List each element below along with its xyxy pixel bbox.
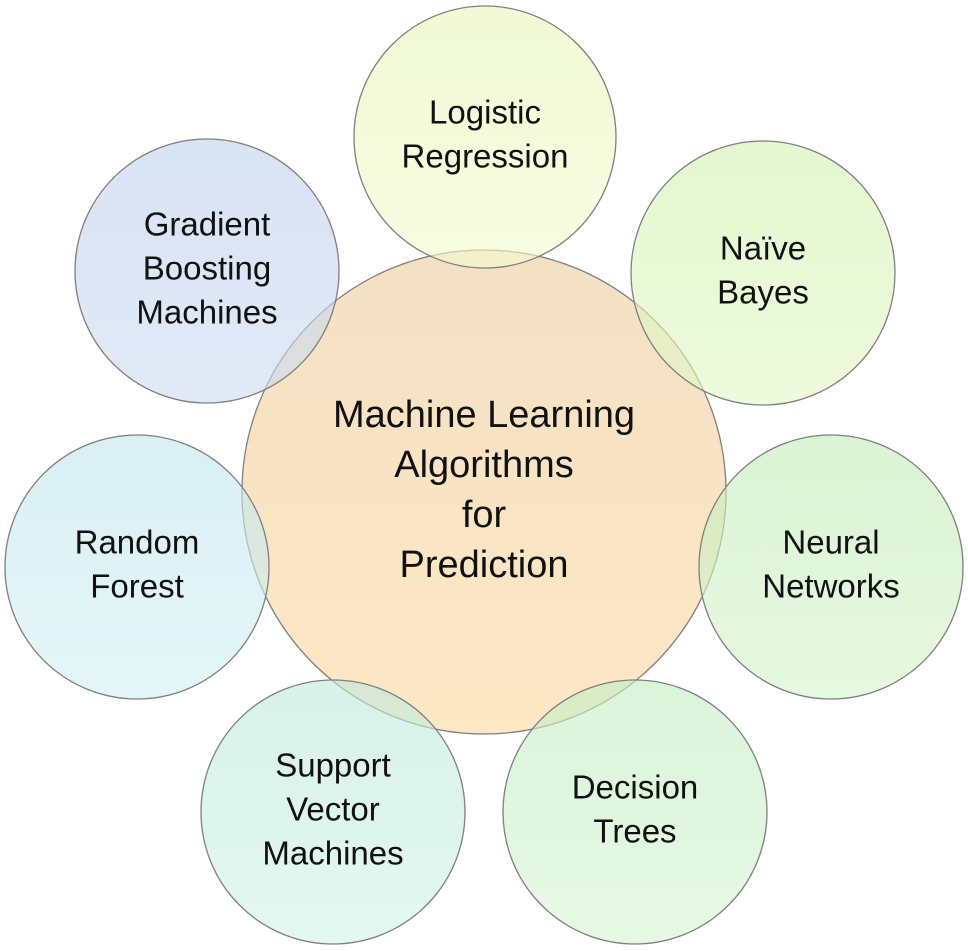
center-label-line: for	[462, 494, 507, 536]
support-vector-machines-label-line: Vector	[286, 791, 380, 828]
support-vector-machines-label-line: Support	[275, 747, 391, 784]
gradient-boosting-machines-label-line: Boosting	[143, 250, 271, 287]
random-forest-label-line: Forest	[90, 568, 184, 605]
neural-networks-label-line: Networks	[762, 568, 900, 605]
logistic-regression-label-line: Logistic	[429, 94, 541, 131]
decision-trees-label-line: Decision	[572, 769, 699, 806]
decision-trees-label-line: Trees	[593, 813, 676, 850]
support-vector-machines-label-line: Machines	[262, 835, 403, 872]
neural-networks-label-line: Neural	[782, 524, 879, 561]
gradient-boosting-machines-label-line: Gradient	[144, 206, 271, 243]
center-label-line: Algorithms	[394, 444, 574, 486]
random-forest-circle	[4, 434, 270, 700]
naive-bayes-label-line: Bayes	[717, 274, 809, 311]
decision-trees-circle	[502, 679, 768, 945]
support-vector-machines-circle	[200, 679, 466, 945]
neural-networks-circle	[698, 434, 964, 700]
logistic-regression-circle	[353, 5, 617, 269]
gradient-boosting-machines-label-line: Machines	[136, 294, 277, 331]
center-label-line: Machine Learning	[333, 394, 635, 436]
logistic-regression-label-line: Regression	[402, 138, 569, 175]
center-label-line: Prediction	[400, 544, 569, 586]
random-forest-label-line: Random	[75, 524, 200, 561]
naive-bayes-label-line: Naïve	[720, 230, 806, 267]
gradient-boosting-machines-circle	[74, 138, 340, 404]
naive-bayes-circle	[630, 140, 896, 406]
